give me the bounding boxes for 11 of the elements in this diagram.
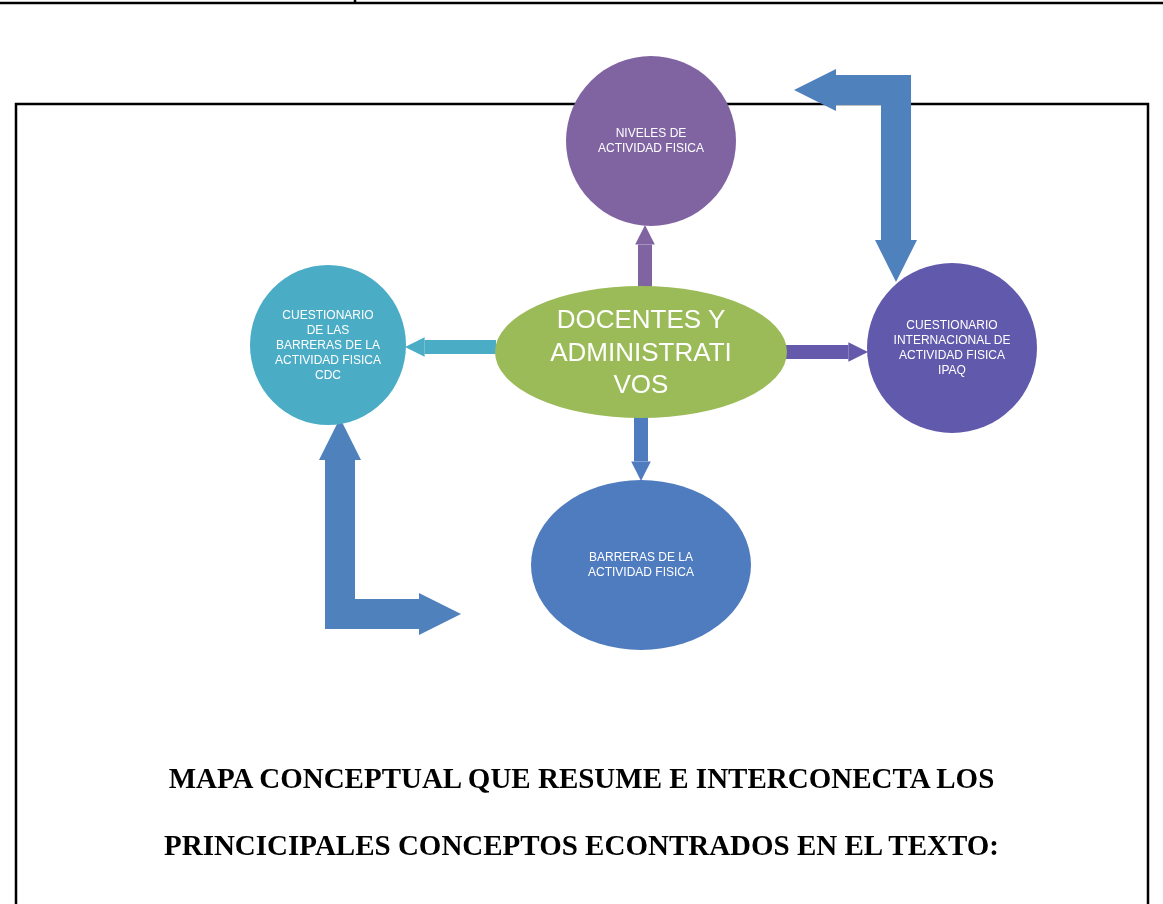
arrow (405, 337, 496, 357)
node-label: CUESTIONARIO DE LAS BARRERAS DE LA ACTIVIDAD FISICA CDC (274, 307, 382, 383)
arrow (631, 417, 651, 481)
caption: MAPA CONCEPTUAL QUE RESUME E INTERCONECTA LOS PRINCICIPALES CONCEPTOS ECONTRADOS EN EL TEXTO: (163, 761, 1000, 863)
arrow (786, 342, 868, 362)
node-label: NIVELES DE ACTIVIDAD FISICA (597, 126, 705, 156)
node-label: BARRERAS DE LA ACTIVIDAD FISICA (587, 550, 695, 580)
node-label: DOCENTES Y ADMINISTRATIVOS (549, 303, 733, 401)
arrow (635, 225, 655, 287)
block-arrow (794, 69, 917, 282)
node-label: CUESTIONARIO INTERNACIONAL DE ACTIVIDAD FISICA IPAQ (892, 318, 1012, 378)
